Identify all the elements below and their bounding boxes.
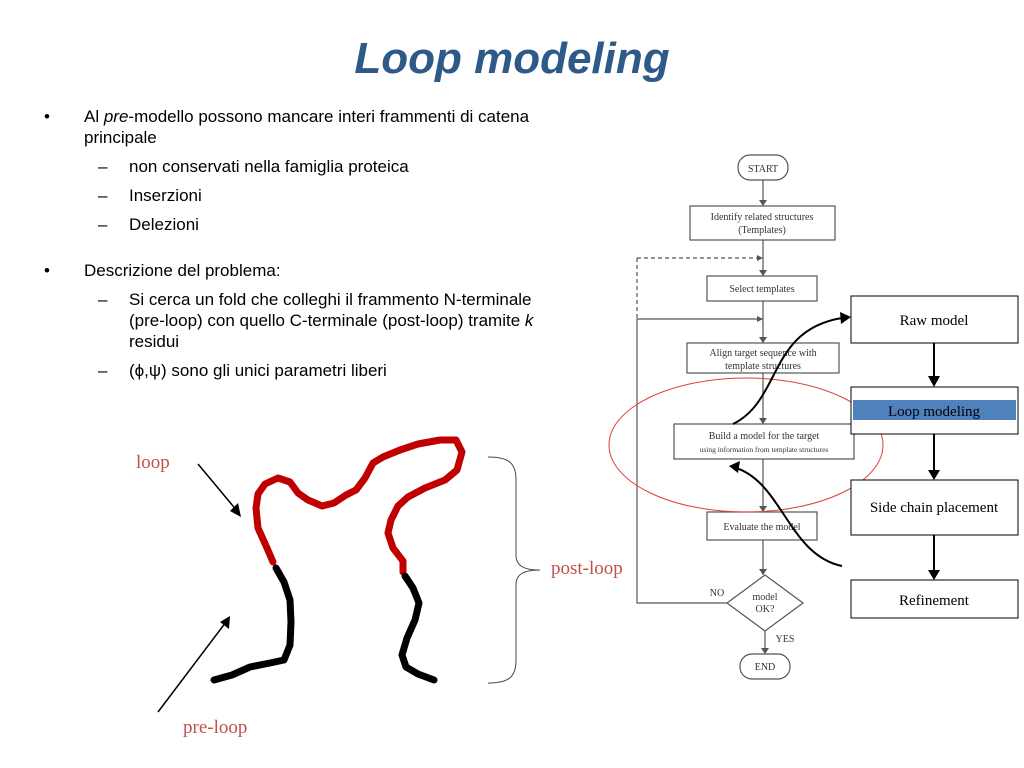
refinement-box: [850, 579, 1019, 619]
slide-title: Loop modeling: [354, 34, 670, 83]
bullet-1-em: pre: [103, 107, 129, 126]
select-label: Select templates: [729, 284, 794, 295]
step-build: [673, 423, 855, 460]
no-label: NO: [710, 588, 724, 599]
step-select: [706, 275, 818, 302]
pre-loop-chain: [210, 564, 295, 684]
identify-label-1: Identify related structures: [711, 212, 814, 223]
loop-segment: [252, 436, 466, 576]
sub-bullet-text: non conservati nella famiglia proteica: [129, 157, 409, 176]
sub-bullet-text: residui: [129, 332, 180, 351]
refinement-label: Refinement: [899, 593, 970, 609]
curve-arrow-build: [732, 466, 843, 567]
sub-bullet-text: Inserzioni: [129, 186, 202, 205]
sub-bullet-text: (ϕ,ψ) sono gli unici parametri liberi: [129, 361, 387, 380]
sub-bullet-1-3: –Delezioni: [98, 215, 199, 234]
post-loop-brace: [487, 456, 541, 684]
bullet-2-text: Descrizione del problema:: [84, 261, 281, 280]
post-loop-label: post-loop: [551, 558, 623, 579]
sub-bullet-text: Si cerca un fold che colleghi il frammen…: [129, 290, 532, 330]
decision-label-2: OK?: [756, 604, 775, 615]
raw-model-box: [850, 295, 1019, 344]
bullet-2: • Descrizione del problema:: [44, 260, 564, 281]
side-chain-label: Side chain placement: [870, 500, 999, 516]
sub-bullet-em: k: [524, 311, 534, 330]
sub-bullet-1-1: –non conservati nella famiglia proteica: [98, 157, 409, 176]
decision-label-1: model: [753, 592, 778, 603]
sub-bullet-1-2: –Inserzioni: [98, 186, 202, 205]
raw-model-label: Raw model: [900, 313, 969, 329]
build-label-1: Build a model for the target: [709, 431, 820, 442]
loop-modeling-highlight: [853, 400, 1016, 420]
yes-label: YES: [776, 634, 795, 645]
bullet-1: • Al pre-modello possono mancare interi …: [44, 106, 564, 148]
bullet-dot: •: [44, 261, 50, 280]
pre-loop-label: pre-loop: [183, 717, 247, 738]
evaluate-label: Evaluate the model: [723, 522, 800, 533]
sub-bullet-2-1: –Si cerca un fold che colleghi il framme…: [98, 290, 534, 351]
bullet-dot: •: [44, 107, 50, 126]
loop-label: loop: [136, 452, 170, 473]
loop-modeling-label: Loop modeling: [888, 404, 981, 420]
end-label: END: [755, 662, 776, 673]
align-label-2: template structures: [725, 361, 801, 372]
bullet-list: • Al pre-modello possono mancare interi …: [44, 106, 564, 381]
post-loop-chain: [398, 572, 438, 684]
pre-loop-arrow: [157, 621, 227, 713]
side-chain-box: [850, 479, 1019, 536]
align-label-1: Align target sequence with: [709, 348, 816, 359]
build-label-2: using information from template structur…: [700, 445, 829, 454]
highlight-ellipse: [608, 377, 884, 513]
sub-bullet-text: Delezioni: [129, 215, 199, 234]
start-label: START: [748, 164, 778, 175]
sub-bullet-2-2: –(ϕ,ψ) sono gli unici parametri liberi: [98, 361, 387, 380]
identify-label-2: (Templates): [738, 225, 786, 236]
bullet-1-prefix: Al: [84, 107, 104, 126]
bullet-1-rest: -modello possono mancare interi framment…: [84, 107, 530, 147]
loop-arrow: [197, 463, 239, 513]
curve-arrow-raw-model: [732, 317, 843, 425]
